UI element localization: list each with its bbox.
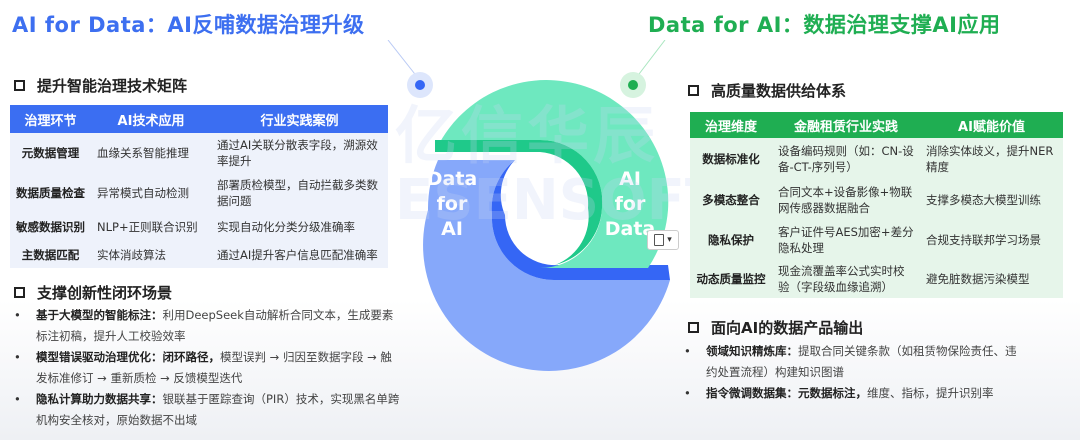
right-section2-heading: 面向AI的数据产品输出 (688, 317, 863, 338)
left-section1-label: 提升智能治理技术矩阵 (37, 77, 188, 95)
table-cell: 部署质检模型，自动拦截多类数据问题 (217, 178, 378, 208)
left-bullet-list: 基于大模型的智能标注：利用DeepSeek自动解析合同文本，生成要素标注初稿，提… (10, 305, 400, 431)
table-cell: 支撑多模态大模型训练 (926, 193, 1041, 207)
table-cell: 元数据管理 (21, 146, 80, 160)
dot-right (628, 80, 638, 90)
table-cell: 隐私保护 (708, 233, 754, 247)
table-cell: 实现自动化分类分级准确率 (217, 220, 355, 234)
right-table-header: 金融租赁行业实践 (793, 119, 898, 135)
table-cell: 通过AI关联分散表字段，溯源效率提升 (217, 138, 378, 168)
right-table-header: 治理维度 (704, 119, 757, 135)
right-table-header: AI赋能价值 (958, 119, 1025, 135)
table-cell: 避免脏数据污染模型 (926, 272, 1030, 286)
bullet-bold: 指令微调数据集：元数据标注， (706, 386, 867, 400)
right-section1-label: 高质量数据供给体系 (711, 82, 847, 100)
table-row: 敏感数据识别 NLP+正则联合识别 实现自动化分类分级准确率 (10, 213, 388, 241)
clipboard-paste-icon[interactable]: ▾ (647, 230, 679, 250)
table-cell: 异常模式自动检测 (97, 186, 189, 200)
connector-line-right (635, 40, 666, 79)
table-cell: 实体消歧算法 (97, 247, 166, 262)
list-item: 领域知识精炼库：提取合同关键条款（如租赁物保险责任、违约处置流程）构建知识图谱 (680, 341, 1025, 383)
bullet-bold: 隐私计算助力数据共享： (36, 392, 163, 406)
watermark-en: ESENSOFT (395, 168, 724, 233)
table-row: 多模态整合 合同文本+设备影像+物联网传感器数据融合支撑多模态大模型训练 (690, 180, 1063, 220)
bullet-bold: 基于大模型的智能标注： (36, 308, 163, 322)
table-row: 主数据匹配 实体消歧算法 通过AI提升客户信息匹配准确率 (10, 241, 388, 268)
bullet-text: 模型误判 → 归因至数据字段 → 触发标准修订 → 重新质检 → 反馈模型迭代 (36, 350, 392, 385)
left-table: 治理环节 AI技术应用 行业实践案例 元数据管理 血缘关系智能推理 通过AI关联分散… (10, 105, 388, 268)
table-row: 元数据管理 血缘关系智能推理 通过AI关联分散表字段，溯源效率提升 (10, 133, 388, 173)
table-cell: 多模态整合 (702, 193, 760, 207)
dot-left (415, 80, 425, 90)
table-cell: 设备编码规则（如：CN-设备-CT-序列号） (778, 144, 914, 174)
right-bullet-list: 领域知识精炼库：提取合同关键条款（如租赁物保险责任、违约处置流程）构建知识图谱 … (680, 341, 1025, 404)
bullet-text: 维度、指标，提升识别率 (867, 386, 994, 400)
left-section2-heading: 支撑创新性闭环场景 (14, 282, 172, 303)
left-cycle-label-3: AI (441, 218, 463, 240)
left-section1-heading: 提升智能治理技术矩阵 (14, 75, 187, 96)
bullet-text: 提取合同关键条款（如租赁物保险责任、违约处置流程）构建知识图谱 (706, 344, 1017, 379)
blue-arc-inner-edge (491, 160, 670, 281)
cycle-diagram: Data for AI AI for Data (387, 40, 670, 371)
table-cell: 现金流覆盖率公式实时校验（字段级血缘追溯） (778, 264, 905, 294)
blue-arc (410, 160, 670, 371)
green-arc (435, 80, 669, 268)
table-cell: 数据质量检查 (16, 186, 85, 200)
left-table-header: 行业实践案例 (260, 113, 339, 129)
table-cell: 动态质量监控 (696, 272, 766, 286)
bullet-bold: 领域知识精炼库： (706, 344, 798, 358)
left-cycle-label-1: Data (427, 168, 478, 190)
right-section2-label: 面向AI的数据产品输出 (711, 319, 864, 337)
bullet-text: 利用DeepSeek自动解析合同文本，生成要素标注初稿，提升人工校验效率 (36, 308, 394, 343)
bullet-text: 银联基于匿踪查询（PIR）技术，实现黑名单跨机构安全核对，原始数据不出域 (36, 392, 400, 427)
table-cell: 客户证件号AES加密+差分隐私处理 (778, 225, 914, 255)
bullet-bold: 模型错误驱动治理优化：闭环路径， (36, 350, 220, 364)
table-cell: 消除实体歧义，提升NER精度 (926, 144, 1054, 174)
right-cycle-label-2: for (615, 193, 646, 215)
table-row: 数据质量检查异常模式自动检测 部署质检模型，自动拦截多类数据问题 (10, 173, 388, 213)
left-cycle-label-2: for (437, 193, 468, 215)
list-item: 基于大模型的智能标注：利用DeepSeek自动解析合同文本，生成要素标注初稿，提… (10, 305, 400, 347)
table-row: 数据标准化 设备编码规则（如：CN-设备-CT-序列号） 消除实体歧义，提升NER精… (690, 138, 1063, 180)
list-item: 模型错误驱动治理优化：闭环路径，模型误判 → 归因至数据字段 → 触发标准修订 … (10, 347, 400, 389)
table-cell: 血缘关系智能推理 (97, 146, 189, 160)
table-row: 隐私保护 客户证件号AES加密+差分隐私处理合规支持联邦学习场景 (690, 220, 1063, 260)
left-section2-label: 支撑创新性闭环场景 (37, 284, 173, 302)
table-cell: 通过AI提升客户信息匹配准确率 (217, 247, 378, 262)
table-cell: 合规支持联邦学习场景 (926, 233, 1041, 247)
table-cell: 合同文本+设备影像+物联网传感器数据融合 (778, 185, 913, 215)
left-title: AI for Data：AI反哺数据治理升级 (12, 13, 365, 37)
square-bullet-icon (14, 287, 25, 298)
table-cell: 数据标准化 (702, 152, 760, 166)
list-item: 指令微调数据集：元数据标注，维度、指标，提升识别率 (680, 383, 1025, 404)
left-table-header: AI技术应用 (117, 113, 185, 129)
right-table: 治理维度 金融租赁行业实践 AI赋能价值 数据标准化 设备编码规则（如：CN-设备… (690, 112, 1063, 298)
table-row: 动态质量监控现金流覆盖率公式实时校验（字段级血缘追溯） 避免脏数据污染模型 (690, 260, 1063, 298)
table-cell: 敏感数据识别 (16, 220, 85, 234)
square-bullet-icon (688, 85, 699, 96)
list-item: 隐私计算助力数据共享：银联基于匿踪查询（PIR）技术，实现黑名单跨机构安全核对，… (10, 389, 400, 431)
table-cell: NLP+正则联合识别 (97, 220, 198, 234)
square-bullet-icon (688, 322, 699, 333)
square-bullet-icon (14, 80, 25, 91)
table-cell: 主数据匹配 (21, 247, 80, 262)
watermark-cn: 亿信华辰 (395, 99, 660, 172)
left-table-header: 治理环节 (24, 113, 77, 129)
right-cycle-label-1: AI (619, 168, 641, 190)
right-section1-heading: 高质量数据供给体系 (688, 80, 846, 101)
right-title: Data for AI：数据治理支撑AI应用 (648, 13, 1001, 37)
right-cycle-label-3: Data (605, 218, 656, 240)
connector-line-left (387, 40, 419, 79)
